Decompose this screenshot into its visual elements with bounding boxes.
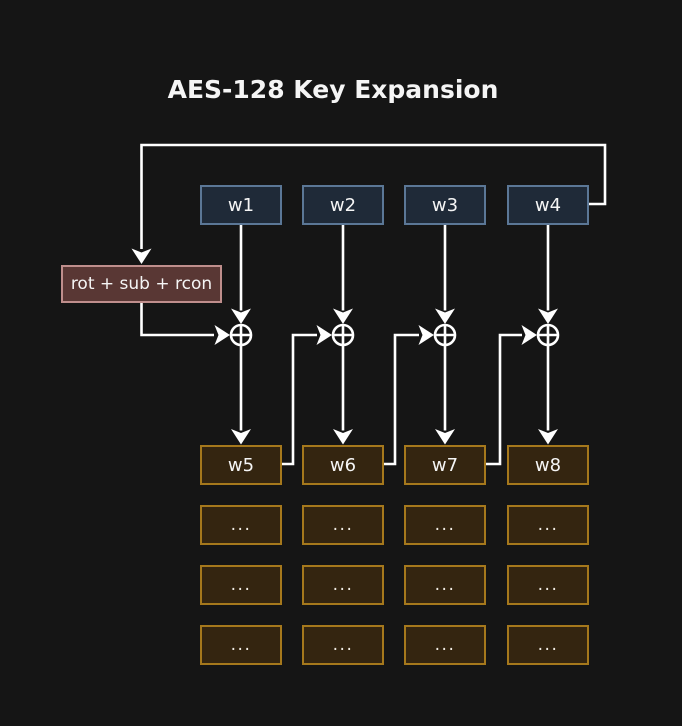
xor-cross: [333, 325, 353, 345]
arrowhead-icon: [435, 308, 455, 324]
carry-line: [384, 333, 419, 466]
word-box-ellipsis: ...: [404, 565, 486, 605]
feedback-loop-connector: [131, 143, 607, 264]
xor-cross: [538, 325, 558, 345]
word-box-ellipsis: ...: [200, 625, 282, 665]
operation-box: rot + sub + rcon: [61, 265, 222, 303]
word-box-ellipsis: ...: [507, 565, 589, 605]
word-box-ellipsis: ...: [200, 565, 282, 605]
carry-line: [282, 333, 317, 466]
column-1-connectors: [229, 225, 253, 445]
xor-gate-icon: [433, 323, 457, 347]
arrowhead-icon: [435, 429, 455, 445]
xor-cross: [231, 325, 251, 345]
arrowhead-icon: [214, 325, 230, 345]
key-word-box-w3: w3: [404, 185, 486, 225]
carry-line: [486, 333, 522, 466]
arrowhead-icon: [231, 429, 251, 445]
word-box-ellipsis: ...: [507, 505, 589, 545]
word-box-w8: w8: [507, 445, 589, 485]
arrowhead-icon: [231, 308, 251, 324]
word-box-ellipsis: ...: [200, 505, 282, 545]
column-2-connectors: [282, 225, 355, 466]
arrowhead-icon: [538, 429, 558, 445]
diagram-title: AES-128 Key Expansion: [167, 75, 499, 104]
arrowhead-icon: [333, 308, 353, 324]
xor-gate-icon: [331, 323, 355, 347]
arrowhead-icon: [316, 325, 332, 345]
operation-output-line: [140, 303, 214, 337]
arrowhead-icon: [521, 325, 537, 345]
arrowhead-icon: [418, 325, 434, 345]
xor-gate-icon: [229, 323, 253, 347]
key-word-box-w1: w1: [200, 185, 282, 225]
word-box-ellipsis: ...: [507, 625, 589, 665]
word-box-ellipsis: ...: [404, 625, 486, 665]
word-box-ellipsis: ...: [302, 505, 384, 545]
operation-output-connector: [140, 303, 230, 345]
key-word-box-w2: w2: [302, 185, 384, 225]
word-box-w5: w5: [200, 445, 282, 485]
arrowhead-icon: [131, 248, 152, 264]
column-4-connectors: [486, 225, 560, 466]
arrowhead-icon: [538, 308, 558, 324]
word-box-ellipsis: ...: [302, 565, 384, 605]
word-box-ellipsis: ...: [404, 505, 486, 545]
key-word-box-w4: w4: [507, 185, 589, 225]
word-box-ellipsis: ...: [302, 625, 384, 665]
arrowhead-icon: [333, 429, 353, 445]
xor-gate-icon: [536, 323, 560, 347]
feedback-loop-line: [140, 143, 607, 249]
word-box-w7: w7: [404, 445, 486, 485]
word-box-w6: w6: [302, 445, 384, 485]
column-3-connectors: [384, 225, 457, 466]
xor-cross: [435, 325, 455, 345]
